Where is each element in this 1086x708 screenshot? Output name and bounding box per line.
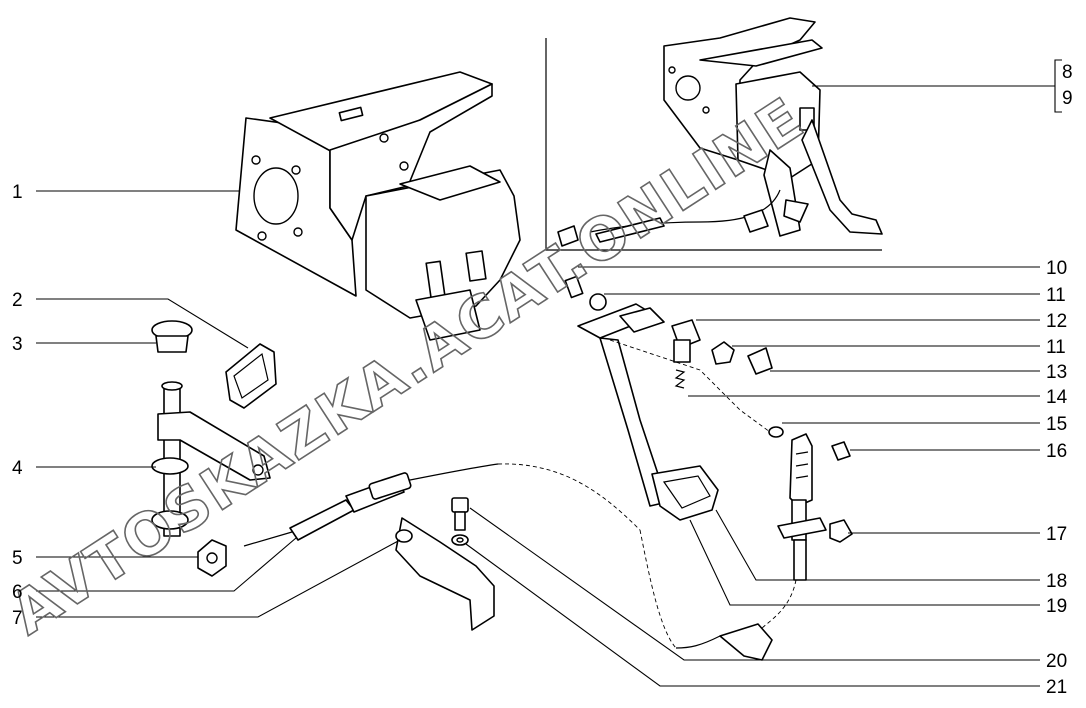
callout-11-upper: 11: [1046, 285, 1066, 306]
callout-13: 13: [1046, 362, 1067, 383]
callout-7: 7: [12, 608, 23, 629]
clutch-pedal-assembly: [564, 275, 853, 661]
part-3-plug: [151, 320, 193, 353]
callout-5: 5: [12, 548, 23, 569]
part-4-lever-shaft: [151, 381, 271, 537]
inset-frame: [545, 38, 882, 251]
part-7-bracket: [395, 517, 495, 631]
part-1-pedal-bracket: [235, 71, 521, 341]
callout-20: 20: [1046, 651, 1067, 672]
callout-2: 2: [12, 290, 23, 311]
callout-10: 10: [1046, 258, 1067, 279]
callout-11-lower: 11: [1046, 337, 1066, 358]
callout-15: 15: [1046, 414, 1067, 435]
callout-17: 17: [1046, 524, 1067, 545]
part-6-clutch-cable: [243, 463, 641, 547]
callout-18: 18: [1046, 571, 1067, 592]
part-5-nut: [197, 539, 227, 577]
callout-12: 12: [1046, 311, 1067, 332]
callout-4: 4: [12, 458, 23, 479]
part-2-pedal-pad: [225, 343, 277, 409]
callout-21: 21: [1046, 677, 1067, 698]
callout-3: 3: [12, 334, 23, 355]
leader-lines: [36, 190, 1040, 687]
callout-8: 8: [1062, 62, 1073, 83]
callout-14: 14: [1046, 387, 1068, 408]
callout-16: 16: [1046, 441, 1067, 462]
bracket-8-9: [812, 59, 1062, 113]
part-20-bolt: [451, 497, 469, 531]
callout-6: 6: [12, 582, 23, 603]
callout-1: 1: [12, 182, 23, 203]
part-21-washer: [451, 534, 469, 546]
callout-9: 9: [1062, 88, 1073, 109]
inset-pedal-assembly: [557, 17, 883, 247]
callout-19: 19: [1046, 596, 1067, 617]
callout-numbers: 1 2 3 4 5 6 7 8 9 10 11 12 11 13 14 15 1…: [12, 62, 1073, 698]
